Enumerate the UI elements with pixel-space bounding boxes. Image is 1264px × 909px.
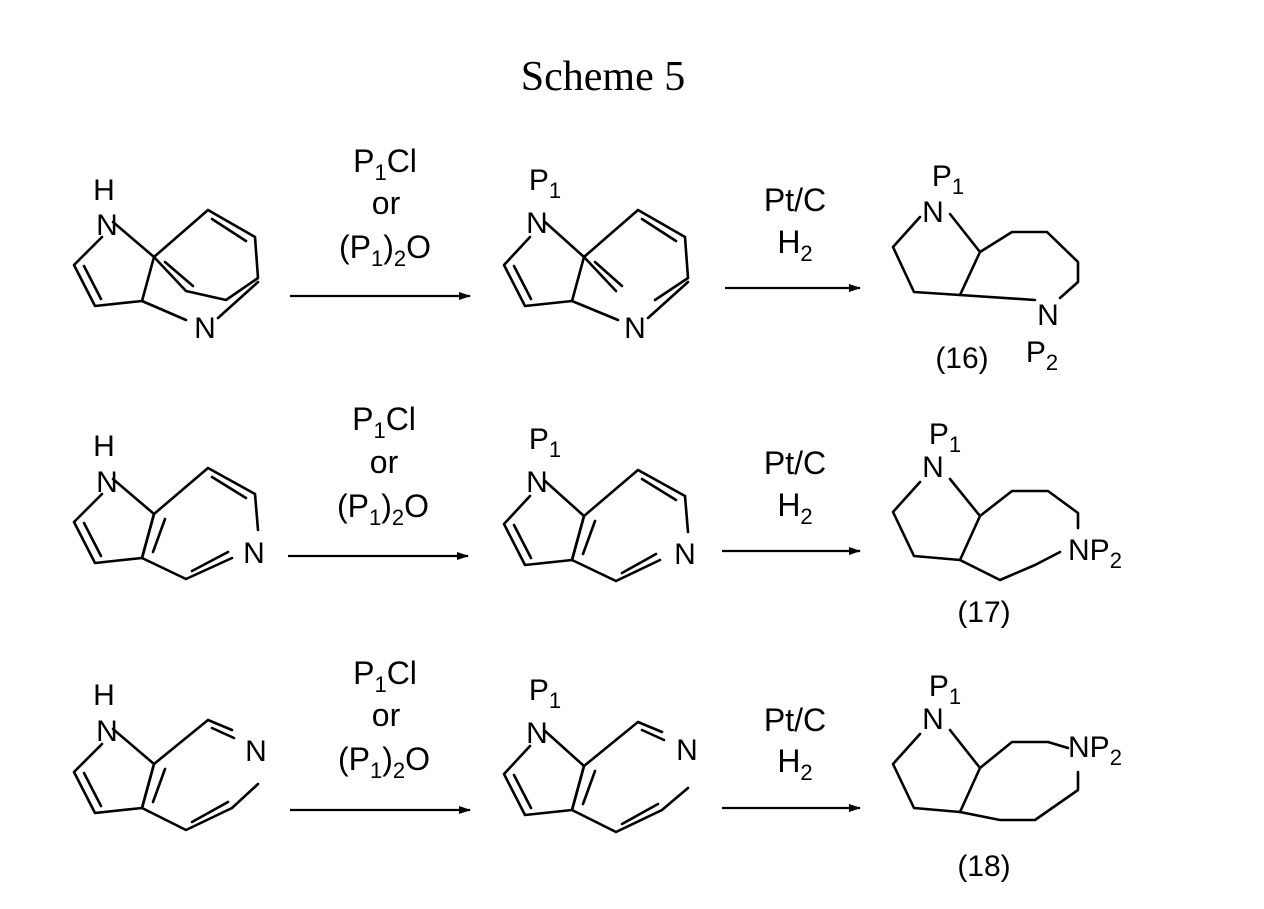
reagent-or: or bbox=[372, 185, 401, 221]
atom-n: N bbox=[96, 466, 118, 499]
atom-n: N bbox=[194, 312, 216, 345]
compound-label-17: (17) bbox=[957, 596, 1010, 629]
reagents-step2-row1: Pt/C H2 bbox=[725, 182, 860, 288]
reagents-step1-row1: P1Cl or (P1)2O bbox=[290, 143, 470, 296]
atom-n: N bbox=[243, 537, 265, 570]
atom-n: N bbox=[526, 466, 548, 499]
product-17: P1 N NP2 (17) bbox=[893, 418, 1122, 629]
reagent-or: or bbox=[370, 444, 399, 480]
compound-label-16: (16) bbox=[935, 342, 988, 375]
atom-n: N bbox=[96, 715, 118, 748]
protecting-group-p1: P1 bbox=[932, 160, 964, 199]
atom-n: N bbox=[245, 735, 267, 768]
atom-n: N bbox=[922, 196, 944, 229]
protecting-group-p1: P1 bbox=[529, 423, 561, 462]
atom-n: N bbox=[1037, 299, 1059, 332]
atom-n: N bbox=[526, 207, 548, 240]
intermediate-2: P1 N N bbox=[504, 423, 696, 581]
reagent-p1cl: P1Cl bbox=[353, 655, 417, 697]
atom-n: N bbox=[922, 703, 944, 736]
nitrogen-p2: NP2 bbox=[1068, 731, 1122, 770]
atom-h: H bbox=[93, 679, 115, 712]
reagent-anhydride: (P1)2O bbox=[338, 741, 430, 783]
reagents-step1-row2: P1Cl or (P1)2O bbox=[288, 401, 468, 556]
reagent-p1cl: P1Cl bbox=[352, 401, 416, 443]
reagent-h2: H2 bbox=[777, 224, 812, 266]
reagent-p1cl: P1Cl bbox=[353, 143, 417, 185]
reagent-or: or bbox=[372, 697, 401, 733]
reagent-h2: H2 bbox=[777, 743, 812, 785]
atom-n: N bbox=[922, 451, 944, 484]
protecting-group-p1: P1 bbox=[529, 164, 561, 203]
atom-h: H bbox=[93, 430, 115, 463]
reagent-ptc: Pt/C bbox=[764, 702, 826, 738]
starting-material-2: H N N bbox=[74, 430, 265, 579]
reagent-ptc: Pt/C bbox=[764, 182, 826, 218]
atom-n: N bbox=[526, 717, 548, 750]
product-18: P1 N NP2 (18) bbox=[893, 670, 1122, 883]
protecting-group-p1: P1 bbox=[529, 674, 561, 713]
atom-h: H bbox=[93, 174, 115, 207]
reagent-anhydride: (P1)2O bbox=[339, 229, 431, 271]
starting-material-1: H N N bbox=[74, 174, 258, 345]
reagents-step2-row3: Pt/C H2 bbox=[722, 702, 860, 808]
intermediate-3: P1 N N bbox=[504, 674, 698, 832]
protecting-group-p2: P2 bbox=[1026, 336, 1058, 375]
reagents-step2-row2: Pt/C H2 bbox=[722, 445, 860, 551]
nitrogen-p2: NP2 bbox=[1068, 534, 1122, 573]
starting-material-3: H N N bbox=[74, 679, 267, 830]
scheme-title: Scheme 5 bbox=[521, 54, 685, 100]
atom-n: N bbox=[676, 734, 698, 767]
intermediate-1: P1 N N bbox=[504, 164, 688, 345]
reagent-ptc: Pt/C bbox=[764, 445, 826, 481]
product-16: P1 N N P2 (16) bbox=[893, 160, 1078, 375]
reagents-step1-row3: P1Cl or (P1)2O bbox=[290, 655, 470, 810]
atom-n: N bbox=[674, 538, 696, 571]
reagent-h2: H2 bbox=[777, 487, 812, 529]
atom-n: N bbox=[624, 312, 646, 345]
reagent-anhydride: (P1)2O bbox=[337, 488, 429, 530]
compound-label-18: (18) bbox=[957, 850, 1010, 883]
atom-n: N bbox=[96, 209, 118, 242]
